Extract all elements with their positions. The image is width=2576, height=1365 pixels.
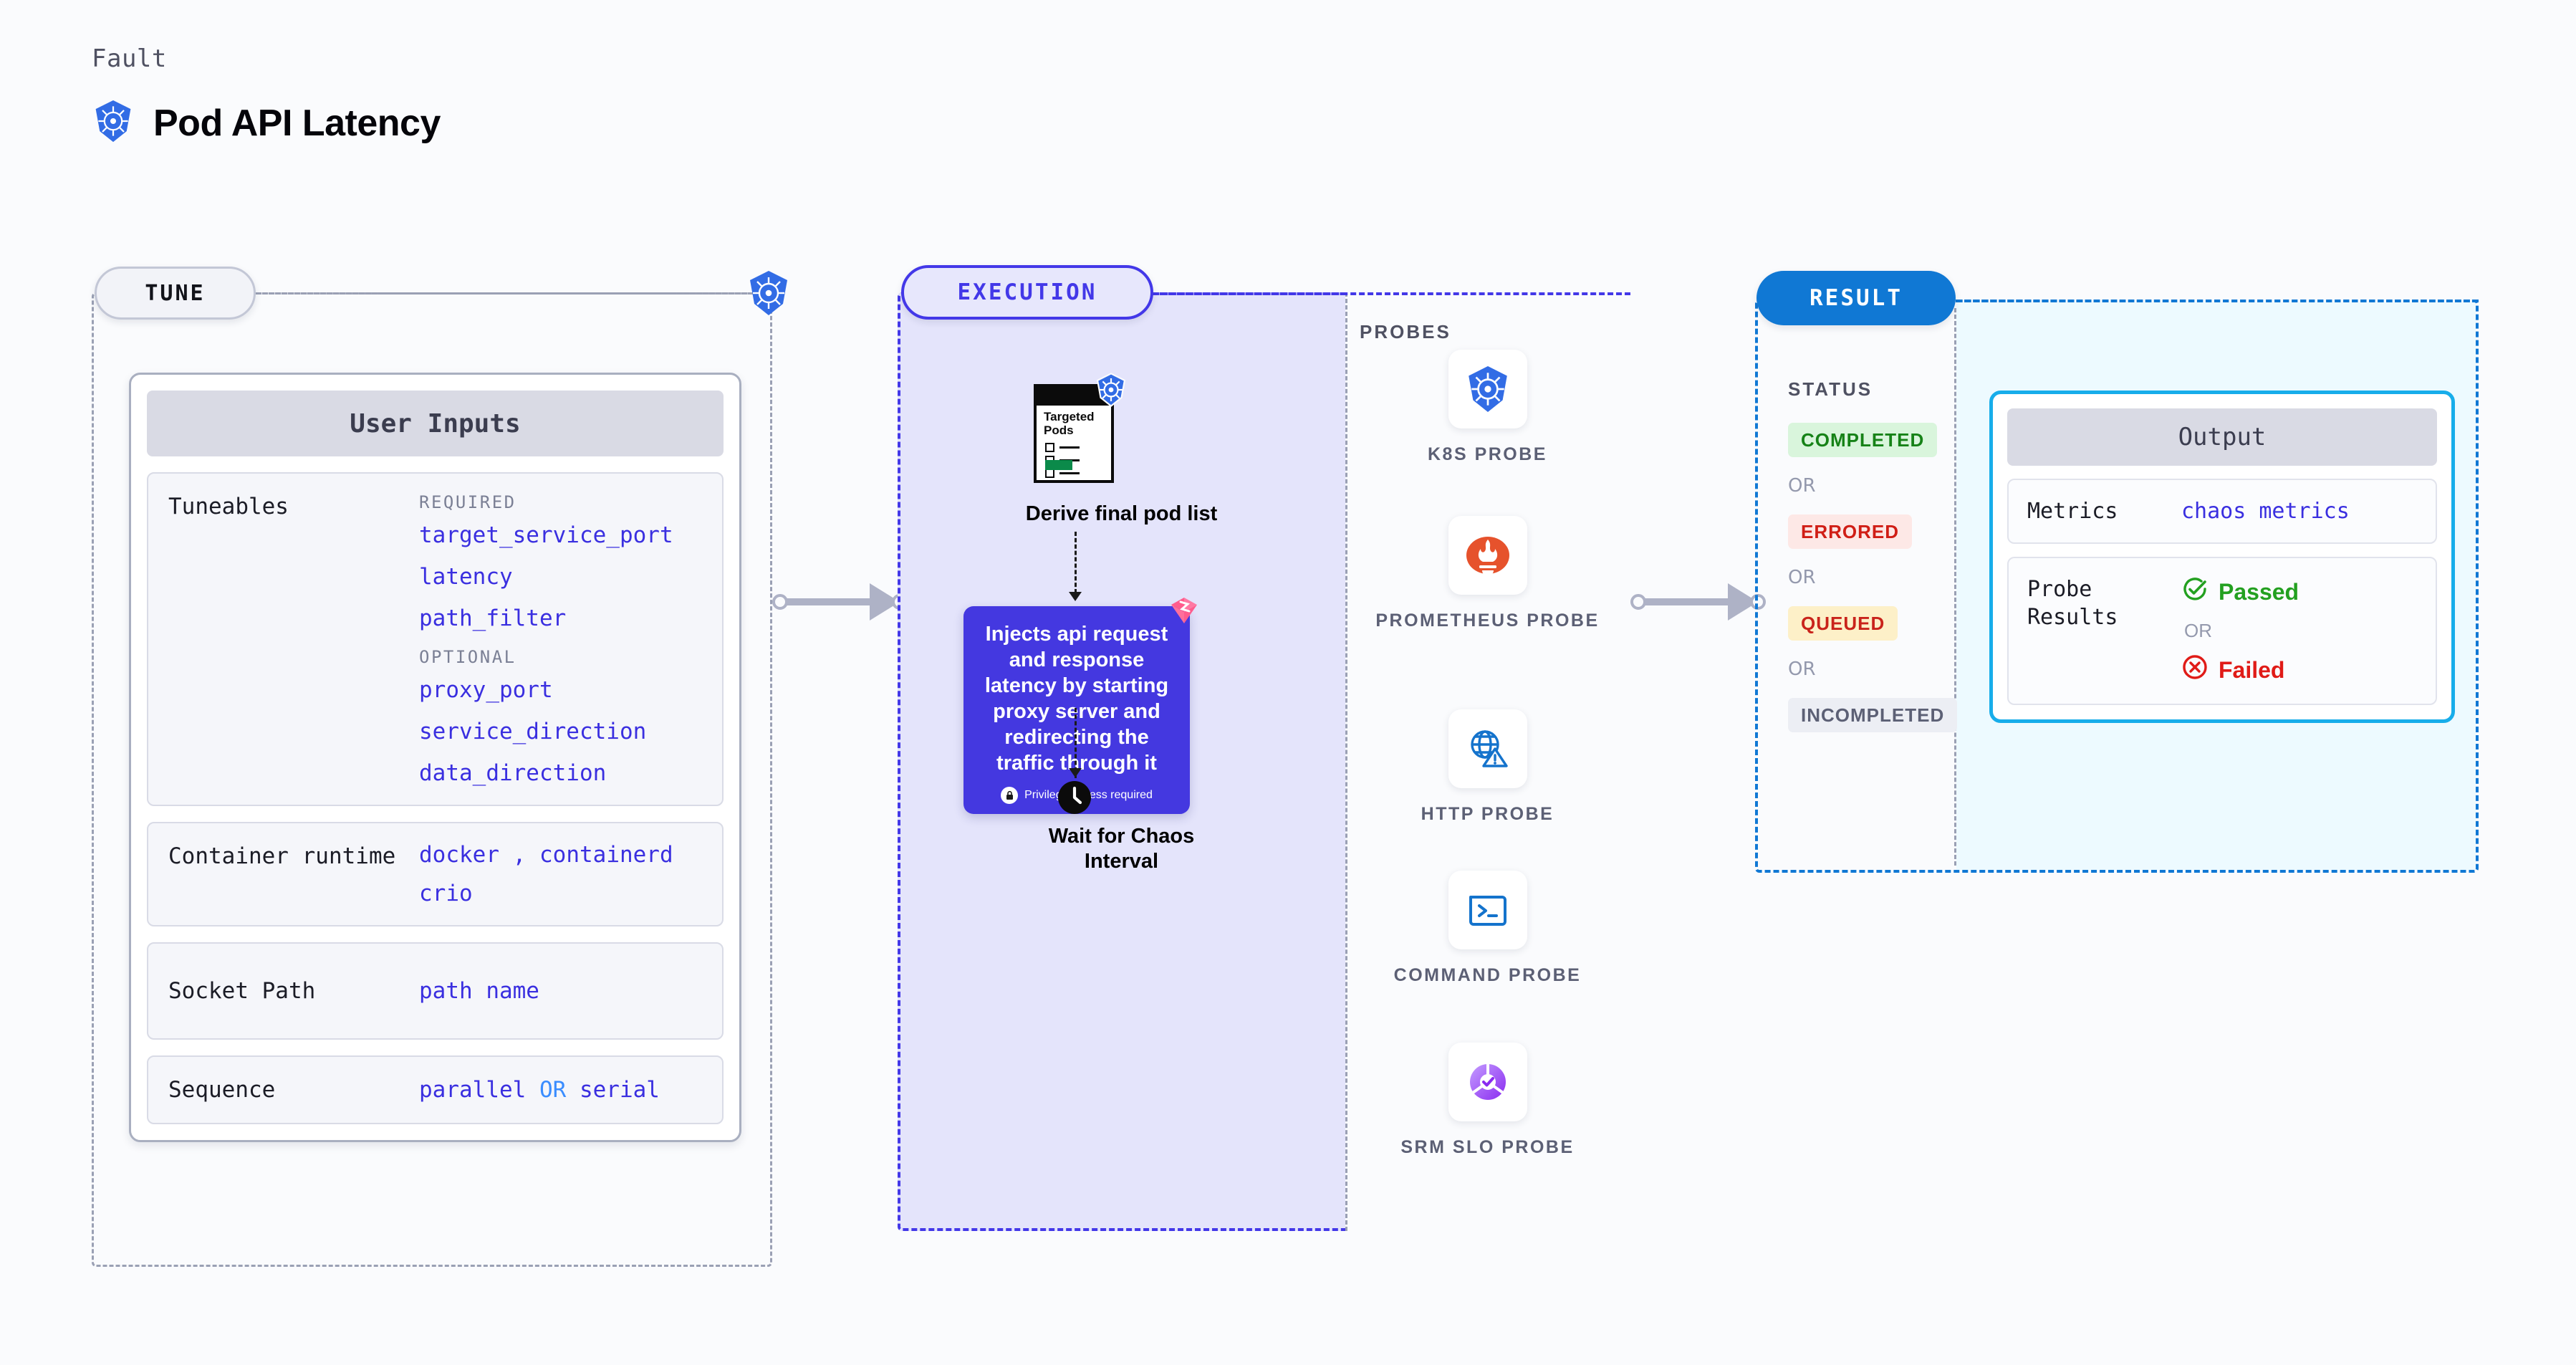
tuneable-item[interactable]: data_direction [419, 760, 607, 786]
tune-top-divider [256, 292, 773, 294]
metrics-value: chaos metrics [2181, 499, 2350, 524]
page-title: Pod API Latency [153, 102, 441, 144]
srm-slo-icon [1448, 1043, 1527, 1121]
probe-k8s[interactable]: K8S PROBE [1345, 350, 1630, 467]
probe-srm-slo[interactable]: SRM SLO PROBE [1345, 1043, 1630, 1160]
arrow-down-icon [1069, 768, 1082, 777]
required-group-title: REQUIRED [419, 492, 516, 512]
derive-pod-list-caption: Derive final pod list [1025, 502, 1218, 525]
fault-eyebrow: Fault [92, 44, 167, 73]
socket-path-label: Socket Path [168, 977, 316, 1004]
execution-top-divider [1153, 292, 1630, 295]
tuneable-item[interactable]: path_filter [419, 605, 567, 631]
optional-group-title: OPTIONAL [419, 647, 516, 667]
probe-http[interactable]: HTTP PROBE [1345, 709, 1630, 827]
wait-chaos-caption: Wait for Chaos Interval [1048, 825, 1195, 873]
check-circle-icon [2181, 575, 2209, 608]
targeted-pods-card: Targeted Pods [1034, 373, 1126, 483]
status-badge: ERRORED [1788, 514, 1913, 549]
lock-icon [1001, 786, 1019, 804]
passed-label: Passed [2219, 578, 2299, 605]
probe-failed: Failed [2181, 653, 2417, 686]
globe-warning-icon [1448, 709, 1527, 788]
tuneable-item[interactable]: service_direction [419, 719, 647, 744]
tuneable-item[interactable]: latency [419, 564, 513, 590]
sequence-section: Sequence parallel OR serial [147, 1055, 724, 1125]
title-row: Pod API Latency [92, 99, 441, 147]
failed-label: Failed [2219, 656, 2285, 683]
page-header: Fault Pod API Latency [92, 44, 441, 147]
runtime-value: docker [419, 842, 499, 868]
sequence-label: Sequence [168, 1077, 276, 1103]
targeted-pods-title: Targeted Pods [1044, 410, 1095, 438]
sequence-value: parallel [419, 1077, 527, 1103]
probe-label: SRM SLO PROBE [1400, 1137, 1575, 1157]
socket-path-value: path name [419, 978, 539, 1004]
result-top-divider [1956, 300, 2479, 302]
probe-label: COMMAND PROBE [1393, 965, 1582, 985]
probe-command[interactable]: COMMAND PROBE [1345, 871, 1630, 988]
socket-path-section: Socket Path path name [147, 942, 724, 1040]
probe-prometheus[interactable]: PROMETHEUS PROBE [1345, 516, 1630, 633]
status-or: OR [1788, 658, 1816, 680]
status-or: OR [1788, 475, 1816, 497]
harness-logo-icon [1168, 595, 1200, 626]
runtime-value: crio [419, 881, 473, 906]
status-column: STATUS COMPLETED OR ERRORED OR QUEUED OR… [1755, 300, 1958, 873]
output-title: Output [2007, 408, 2437, 466]
status-or: OR [1788, 567, 1816, 588]
result-pill[interactable]: RESULT [1756, 271, 1956, 325]
container-runtime-label: Container runtime [168, 843, 396, 869]
user-inputs-card: User Inputs Tuneables REQUIRED target_se… [129, 373, 741, 1143]
status-title: STATUS [1788, 378, 1873, 400]
sequence-value: serial [579, 1077, 660, 1103]
status-divider [1954, 308, 1956, 866]
execution-pill[interactable]: EXECUTION [901, 265, 1153, 320]
x-circle-icon [2181, 653, 2209, 686]
tuneable-item[interactable]: proxy_port [419, 677, 553, 703]
metrics-label: Metrics [2027, 499, 2118, 524]
inject-card-text: Injects api request and response latency… [984, 623, 1169, 775]
probe-result-or: OR [2184, 620, 2212, 641]
runtime-separator: , [512, 842, 527, 868]
prometheus-icon [1448, 516, 1527, 595]
clock-icon [1058, 781, 1091, 814]
kubernetes-icon [745, 269, 792, 317]
status-badge: COMPLETED [1788, 423, 1938, 457]
kubernetes-icon [92, 99, 135, 147]
arrow-down-icon [1069, 592, 1082, 601]
kubernetes-icon [1448, 350, 1527, 428]
tuneable-item[interactable]: target_service_port [419, 522, 673, 548]
probe-label: HTTP PROBE [1421, 804, 1554, 824]
probe-label: K8S PROBE [1428, 444, 1547, 464]
pods-progress-bar [1045, 460, 1072, 470]
kubernetes-icon [1094, 373, 1128, 407]
probe-label: PROMETHEUS PROBE [1375, 610, 1600, 631]
connector-inject-wait [1075, 708, 1077, 778]
tune-pill[interactable]: TUNE [95, 267, 256, 320]
status-badge: QUEUED [1788, 606, 1898, 641]
metrics-row: Metrics chaos metrics [2007, 479, 2437, 544]
probe-passed: Passed [2181, 575, 2417, 608]
user-inputs-title: User Inputs [147, 391, 724, 456]
probes-title: PROBES [1360, 321, 1451, 343]
tuneables-section: Tuneables REQUIRED target_service_port l… [147, 472, 724, 806]
execution-flow: Targeted Pods Derive final pod list [898, 292, 1345, 1231]
runtime-value: containerd [539, 842, 673, 868]
status-badge: INCOMPLETED [1788, 698, 1958, 732]
connector-pods-inject [1075, 532, 1077, 593]
tuneables-label: Tuneables [168, 494, 289, 519]
container-runtime-section: Container runtime docker , containerd cr… [147, 822, 724, 926]
sequence-or: OR [539, 1077, 567, 1103]
terminal-icon [1448, 871, 1527, 949]
